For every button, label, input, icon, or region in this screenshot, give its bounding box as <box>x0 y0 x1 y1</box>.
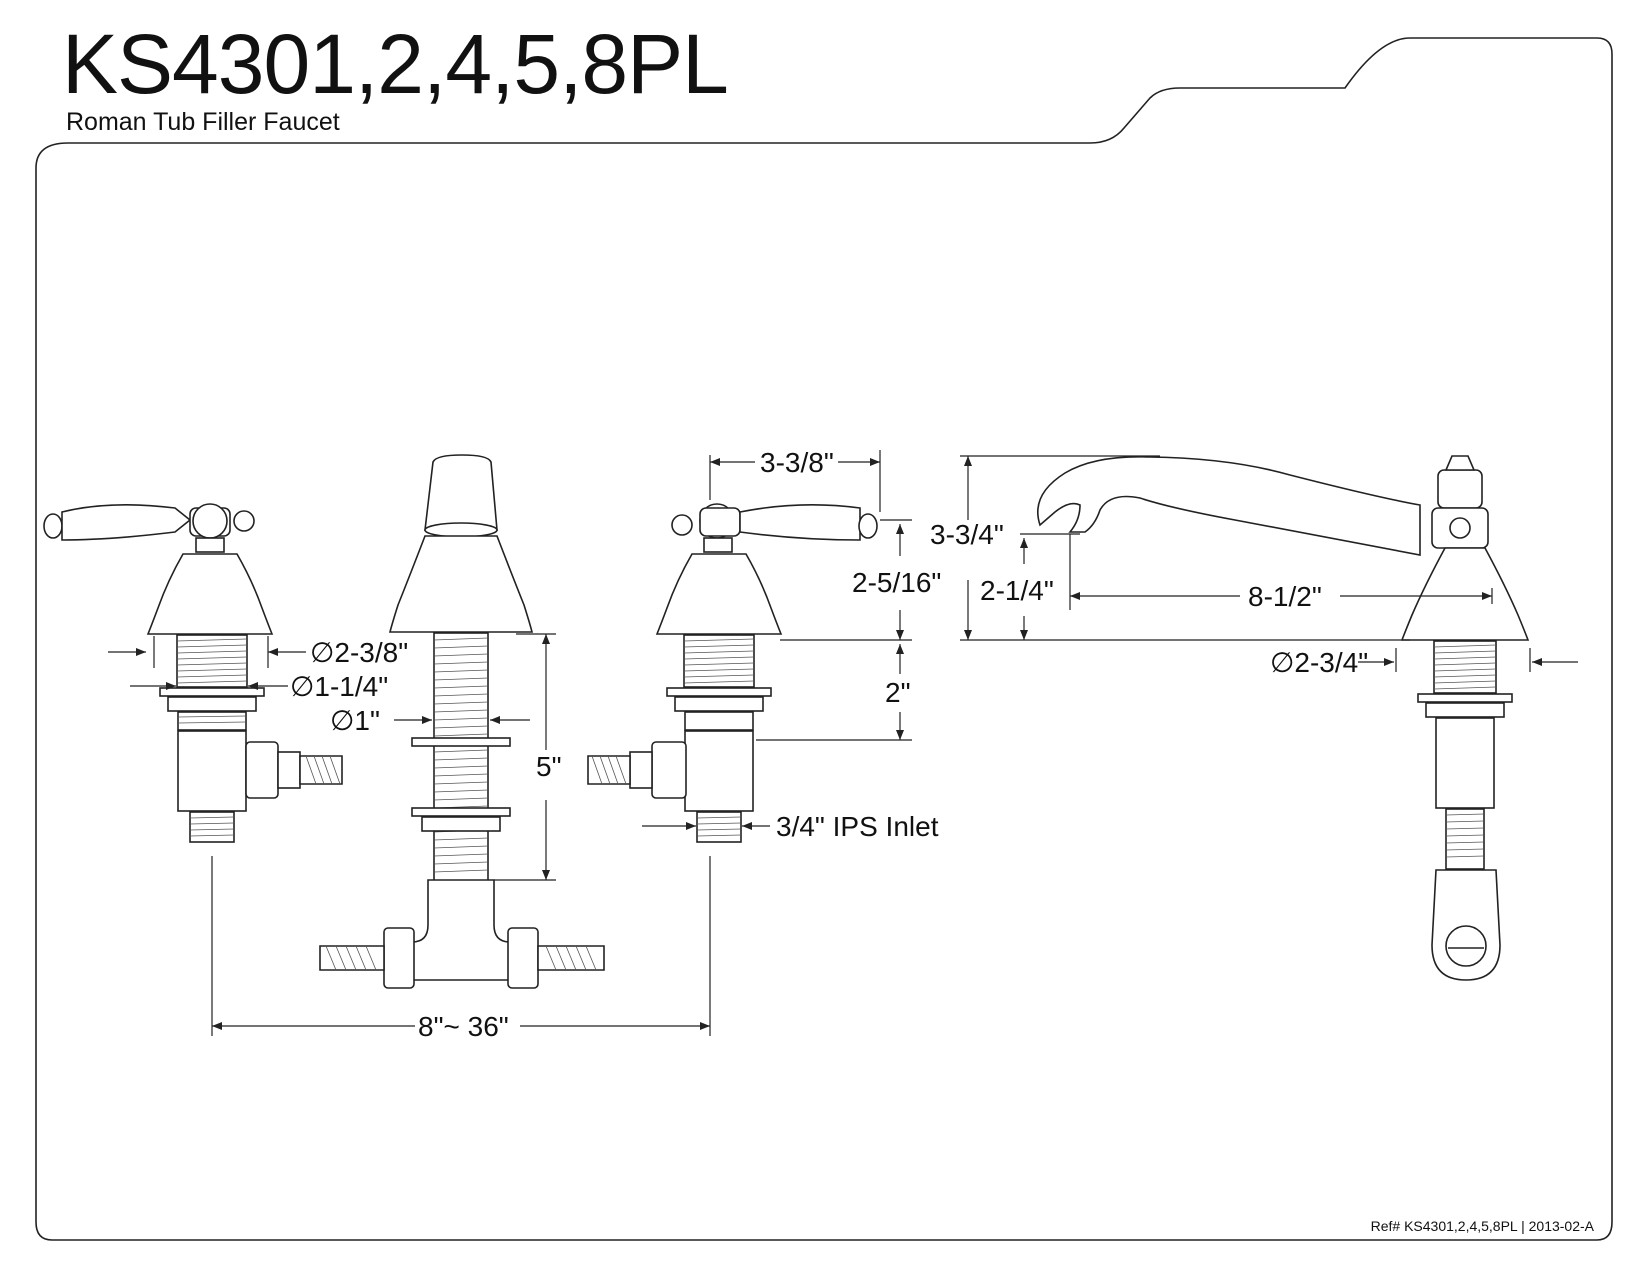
dim-spout-base-diameter: ∅2-3/4" <box>1270 647 1368 678</box>
dim-shank-diameter: ∅1-1/4" <box>290 671 388 702</box>
dim-spout-height: 3-3/4" <box>930 519 1004 550</box>
reference-number: Ref# KS4301,2,4,5,8PL | 2013-02-A <box>1370 1218 1594 1234</box>
dim-spout-shank-length: 5" <box>536 751 562 782</box>
dimension-lines <box>108 450 1578 1036</box>
center-spout-valve <box>319 454 605 989</box>
model-title: KS4301,2,4,5,8PL <box>62 17 729 111</box>
dim-handle-shank-length: 2" <box>885 677 911 708</box>
dim-spout-reach: 8-1/2" <box>1248 581 1322 612</box>
dim-spout-shank-diameter: ∅1" <box>330 705 380 736</box>
dim-spread: 8"~ 36" <box>418 1011 509 1042</box>
spout-side-view <box>1036 455 1530 981</box>
dim-spout-outlet-height: 2-1/4" <box>980 575 1054 606</box>
left-handle-valve <box>43 503 343 843</box>
dim-inlet: 3/4" IPS Inlet <box>776 811 939 842</box>
product-subtitle: Roman Tub Filler Faucet <box>66 108 340 136</box>
sheet-border <box>35 37 1613 1241</box>
dim-handle-base-diameter: ∅2-3/8" <box>310 637 408 668</box>
right-handle-valve <box>587 503 878 843</box>
dim-handle-height: 2-5/16" <box>852 567 941 598</box>
dim-handle-width: 3-3/8" <box>760 447 834 478</box>
